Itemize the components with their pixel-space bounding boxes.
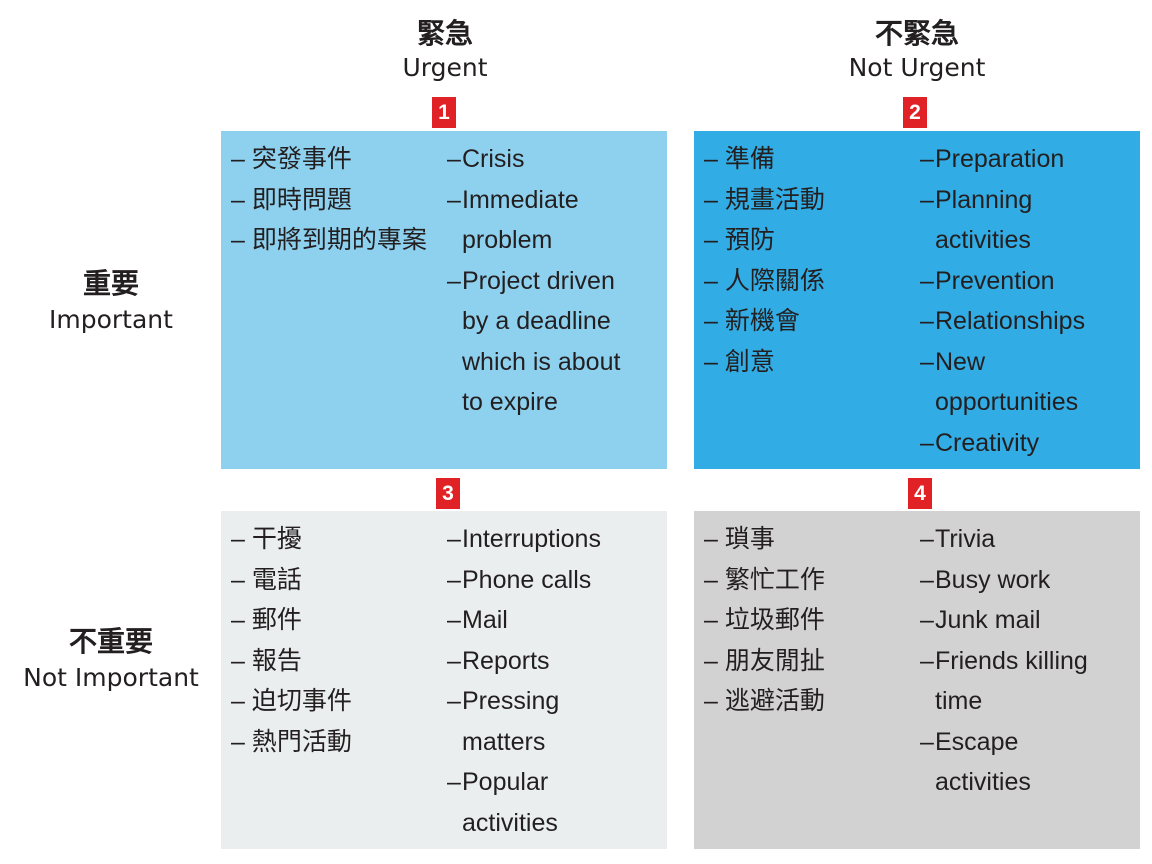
list-item: Relationships (920, 301, 1085, 342)
list-item: Escape (920, 722, 1088, 763)
list-item: opportunities (935, 388, 1079, 416)
column-header-not-urgent: 不緊急 Not Urgent (767, 16, 1067, 84)
list-item: Mail (447, 600, 601, 641)
list-item: 電話 (231, 560, 352, 601)
list-item: time (935, 687, 983, 715)
list-item: 朋友閒扯 (704, 641, 825, 682)
list-item: which is about (462, 347, 621, 376)
list-item: Reports (447, 641, 601, 682)
list-item: matters (462, 727, 546, 756)
list-item: 熱門活動 (231, 722, 352, 763)
list-item: activities (935, 226, 1031, 254)
list-item: Busy work (920, 560, 1088, 601)
list-item: 逃避活動 (704, 681, 825, 722)
list-item: 規畫活動 (704, 180, 825, 221)
quadrant-not-urgent-important: 準備 規畫活動 預防 人際關係 新機會 創意 Preparation Plann… (694, 131, 1140, 469)
list-item: New (920, 342, 1085, 383)
quadrant-urgent-important: 突發事件 即時問題 即將到期的專案 Crisis Immediate probl… (221, 131, 667, 469)
quadrant-number-badge: 2 (903, 97, 927, 128)
en-item-list: Trivia Busy work Junk mail Friends killi… (920, 519, 1088, 803)
en-item-list: Interruptions Phone calls Mail Reports P… (447, 519, 601, 843)
zh-item-list: 準備 規畫活動 預防 人際關係 新機會 創意 (704, 139, 825, 382)
list-item: problem (462, 226, 553, 254)
list-item: Pressing (447, 681, 601, 722)
list-item: activities (935, 768, 1031, 796)
list-item: 即時問題 (231, 180, 427, 221)
list-item: 瑣事 (704, 519, 825, 560)
quadrant-number-badge: 4 (908, 478, 932, 509)
quadrant-urgent-not-important: 干擾 電話 郵件 報告 迫切事件 熱門活動 Interruptions Phon… (221, 511, 667, 849)
list-item: 郵件 (231, 600, 352, 641)
list-item: 人際關係 (704, 261, 825, 302)
column-label-en: Urgent (402, 53, 488, 82)
list-item: 創意 (704, 342, 825, 383)
list-item: 繁忙工作 (704, 560, 825, 601)
row-label-en: Not Important (23, 663, 199, 692)
column-label-en: Not Urgent (848, 53, 986, 82)
column-label-zh: 緊急 (416, 17, 473, 50)
row-label-zh: 重要 (82, 267, 139, 300)
list-item: activities (462, 808, 558, 837)
quadrant-number-badge: 1 (432, 97, 456, 128)
list-item: Preparation (920, 139, 1085, 180)
list-item: Phone calls (447, 560, 601, 601)
list-item: 準備 (704, 139, 825, 180)
list-item: 干擾 (231, 519, 352, 560)
list-item: to expire (462, 388, 558, 416)
list-item: Creativity (920, 423, 1085, 464)
list-item: 突發事件 (231, 139, 427, 180)
quadrant-number-badge: 3 (436, 478, 460, 509)
list-item: by a deadline (462, 307, 611, 335)
column-label-zh: 不緊急 (874, 17, 959, 50)
list-item: 預防 (704, 220, 825, 261)
en-item-list: Crisis Immediate problem Project driven … (447, 139, 620, 423)
row-label-en: Important (49, 305, 173, 334)
list-item: Project driven (447, 261, 620, 302)
quadrant-not-urgent-not-important: 瑣事 繁忙工作 垃圾郵件 朋友閒扯 逃避活動 Trivia Busy work … (694, 511, 1140, 849)
list-item: 即將到期的專案 (231, 220, 427, 261)
list-item: Junk mail (920, 600, 1088, 641)
list-item: Crisis (447, 139, 620, 180)
list-item: Planning (920, 180, 1085, 221)
row-header-not-important: 不重要 Not Important (0, 623, 222, 695)
list-item: 報告 (231, 641, 352, 682)
row-label-zh: 不重要 (68, 625, 153, 658)
column-header-urgent: 緊急 Urgent (295, 16, 595, 84)
list-item: Immediate (447, 180, 620, 221)
zh-item-list: 瑣事 繁忙工作 垃圾郵件 朋友閒扯 逃避活動 (704, 519, 825, 722)
en-item-list: Preparation Planning activities Preventi… (920, 139, 1085, 463)
list-item: Interruptions (447, 519, 601, 560)
list-item: 新機會 (704, 301, 825, 342)
zh-item-list: 突發事件 即時問題 即將到期的專案 (231, 139, 427, 261)
list-item: Friends killing (920, 641, 1088, 682)
zh-item-list: 干擾 電話 郵件 報告 迫切事件 熱門活動 (231, 519, 352, 762)
list-item: 垃圾郵件 (704, 600, 825, 641)
list-item: 迫切事件 (231, 681, 352, 722)
list-item: Prevention (920, 261, 1085, 302)
list-item: Popular (447, 762, 601, 803)
row-header-important: 重要 Important (0, 265, 222, 337)
list-item: Trivia (920, 519, 1088, 560)
